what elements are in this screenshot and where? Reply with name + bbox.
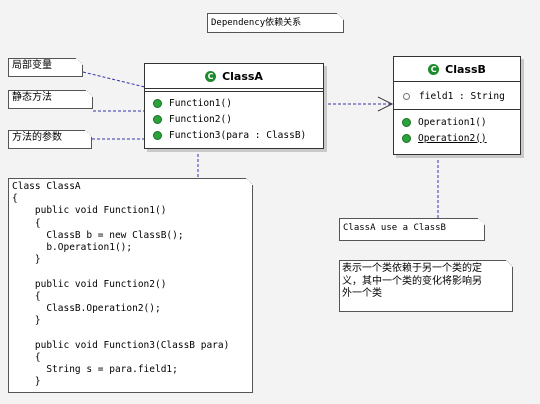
code-line: b.Operation1(); — [12, 242, 133, 254]
code-listing: Class ClassA{ public void Function1() { … — [9, 179, 252, 390]
public-operation-icon — [402, 117, 411, 127]
operation-label: Function3(para : ClassB) — [169, 129, 307, 141]
class-b-name: ClassB — [445, 62, 486, 76]
code-line: ClassB.Operation2(); — [12, 303, 161, 315]
static-operation-label: Operation2() — [418, 132, 487, 144]
code-line: } — [12, 376, 41, 388]
class-b-attributes: field1 : String — [394, 82, 520, 110]
public-operation-icon — [153, 98, 162, 108]
code-line: public void Function2() — [12, 278, 167, 290]
note-static-method: 静态方法 — [8, 90, 93, 109]
code-line: String s = para.field1; — [12, 364, 178, 376]
class-a-name: ClassA — [222, 69, 263, 83]
class-icon: C — [428, 63, 440, 75]
note-local-variable-text: 局部变量 — [12, 60, 52, 71]
operation-label: Function1() — [169, 97, 232, 109]
dependency-arrow-head — [377, 96, 394, 112]
class-b-box[interactable]: C ClassB field1 : String Operation1() Op… — [393, 56, 521, 155]
class-a-box[interactable]: C ClassA Function1() Function2() Functio… — [144, 63, 324, 149]
class-a-operation: Function1() — [145, 95, 323, 111]
code-line: ClassB b = new ClassB(); — [12, 229, 184, 241]
code-line: } — [12, 254, 41, 266]
code-line: public void Function3(ClassB para) — [12, 339, 230, 351]
use-note-text: ClassA use a ClassB — [343, 223, 446, 233]
note-method-parameter-text: 方法的参数 — [12, 132, 62, 143]
class-b-header: C ClassB — [394, 57, 520, 82]
class-a-attributes — [145, 89, 323, 92]
code-line — [12, 266, 249, 278]
class-b-operation: Operation1() — [394, 114, 520, 130]
class-a-operation: Function2() — [145, 111, 323, 127]
class-b-operations: Operation1() Operation2() — [394, 110, 520, 148]
code-line — [12, 327, 249, 339]
description-note: 表示一个类依赖于另一个类的定 义，其中一个类的变化将影响另 外一个类 — [339, 260, 513, 312]
code-line: } — [12, 315, 41, 327]
class-b-operation: Operation2() — [394, 130, 520, 146]
code-line: { — [12, 290, 41, 302]
public-operation-icon — [153, 114, 162, 124]
code-note: Class ClassA{ public void Function1() { … — [8, 178, 253, 393]
code-line: public void Function1() — [12, 205, 167, 217]
class-a-header: C ClassA — [145, 64, 323, 89]
use-note: ClassA use a ClassB — [339, 218, 485, 241]
description-line: 表示一个类依赖于另一个类的定 — [342, 263, 482, 274]
code-line: Class ClassA — [12, 181, 81, 192]
public-operation-icon — [153, 130, 162, 140]
code-line: { — [12, 217, 41, 229]
description-line: 义，其中一个类的变化将影响另 — [342, 275, 482, 287]
public-operation-icon — [402, 133, 411, 143]
class-a-operations: Function1() Function2() Function3(para :… — [145, 92, 323, 145]
class-icon: C — [205, 70, 217, 82]
code-line: { — [12, 351, 41, 363]
class-b-attribute: field1 : String — [394, 88, 520, 104]
code-line: { — [12, 193, 18, 205]
title-note-text: Dependency依赖关系 — [211, 18, 302, 28]
attribute-label: field1 : String — [419, 90, 505, 102]
note-static-method-text: 静态方法 — [12, 92, 52, 103]
operation-label: Function2() — [169, 113, 232, 125]
title-note: Dependency依赖关系 — [207, 13, 344, 33]
note-local-variable: 局部变量 — [8, 58, 83, 77]
class-a-operation: Function3(para : ClassB) — [145, 127, 323, 143]
operation-label: Operation1() — [418, 116, 487, 128]
attribute-icon — [403, 92, 410, 100]
note-method-parameter: 方法的参数 — [8, 130, 92, 149]
description-line: 外一个类 — [342, 288, 382, 299]
